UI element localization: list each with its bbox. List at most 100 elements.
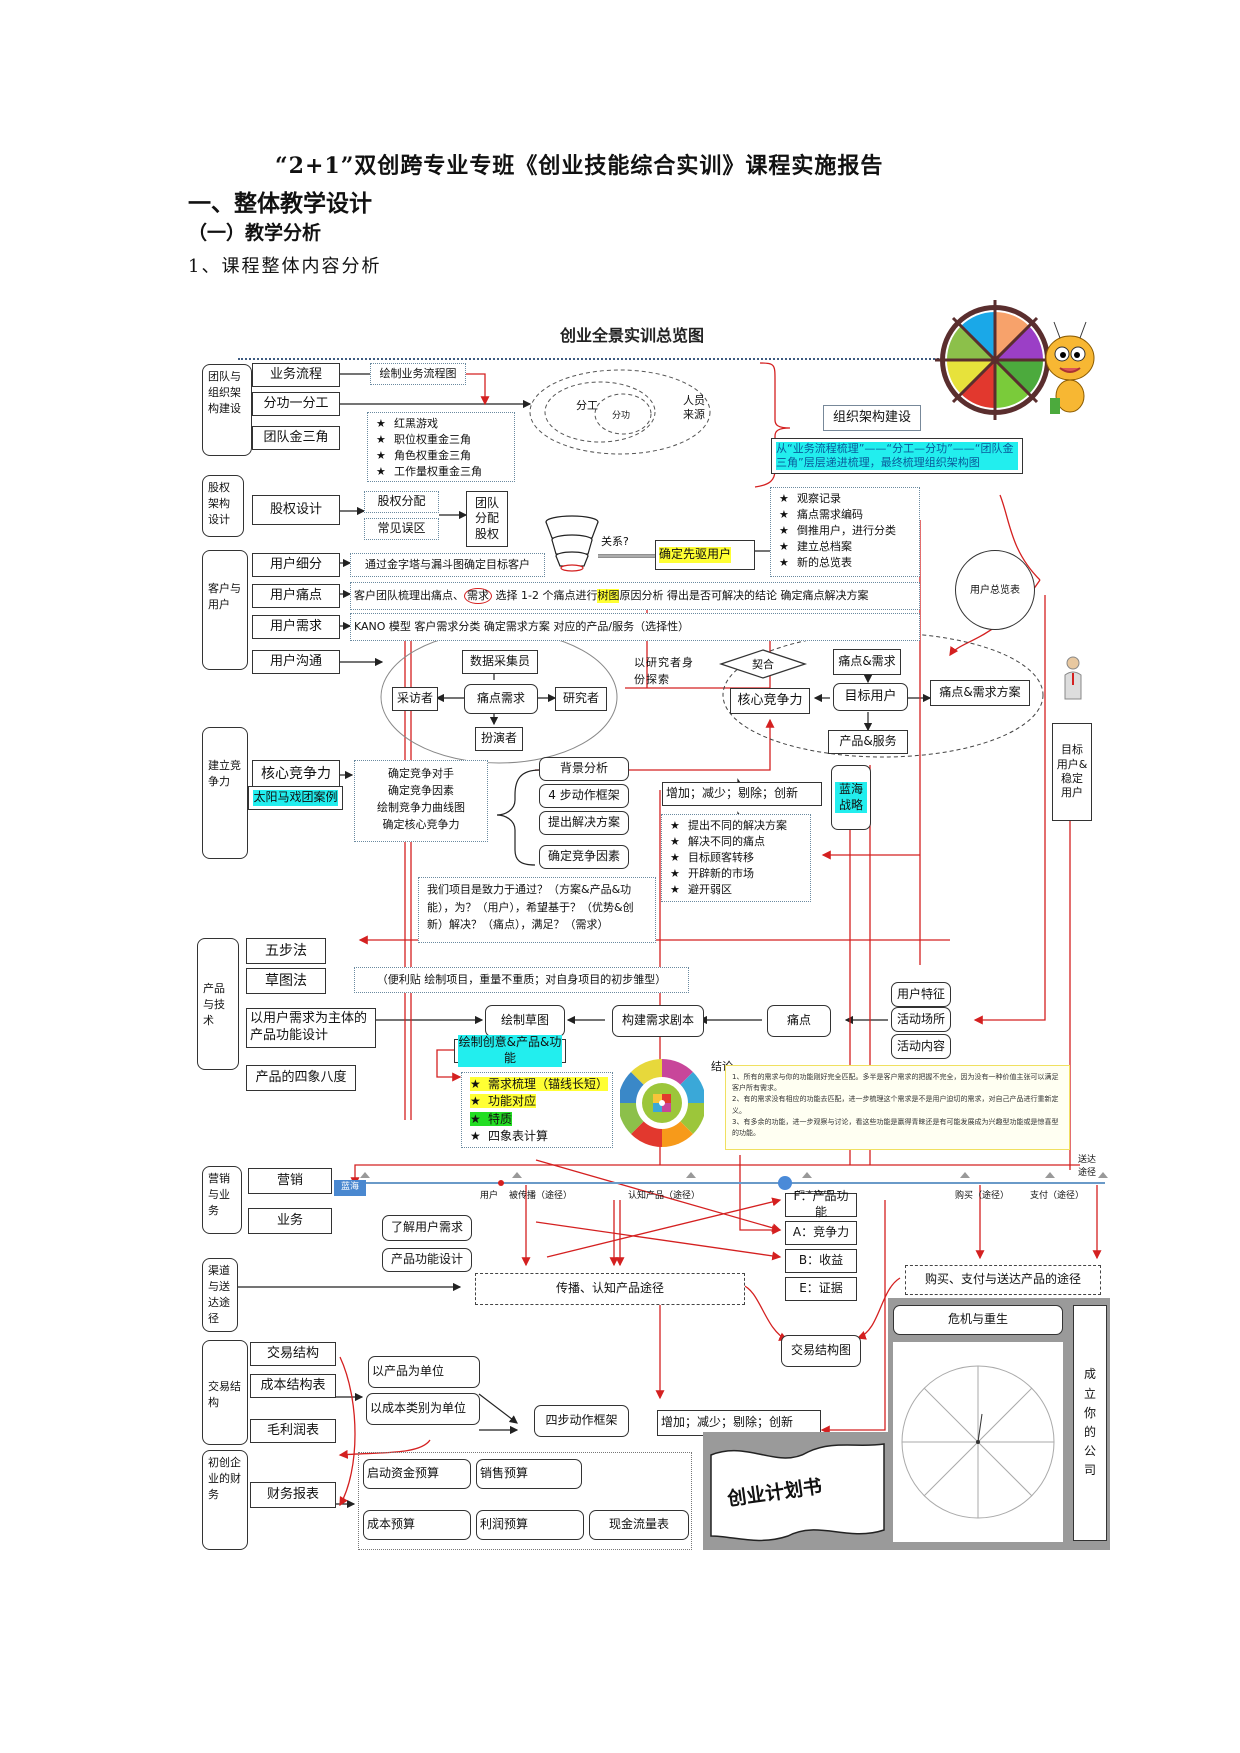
fabe-benefit[interactable]: B：收益 xyxy=(785,1249,857,1273)
purchase-path[interactable]: 购买、支付与送达产品的途径 xyxy=(905,1265,1101,1295)
feature-checklist: ★需求梳理（锚线长短） ★功能对应 ★特质 ★四象表计算 xyxy=(461,1072,613,1148)
list-item: ★痛点需求编码 xyxy=(779,507,863,521)
budget-startup[interactable]: 启动资金预算 xyxy=(363,1459,471,1489)
branch-4-step[interactable]: 4 步动作框架 xyxy=(539,784,629,808)
unit-product[interactable]: 以产品为单位 xyxy=(368,1356,480,1388)
creative-box[interactable]: 绘制创意&产品&功能 xyxy=(454,1035,566,1067)
category-competition: 建立竞争力 xyxy=(202,727,248,859)
equity-allocation[interactable]: 股权分配 xyxy=(364,491,439,513)
equity-mistakes[interactable]: 常见误区 xyxy=(364,518,439,540)
pioneer-users[interactable]: 确定先驱用户 xyxy=(655,540,755,570)
role-data-collector[interactable]: 数据采集员 xyxy=(462,650,538,674)
trade-actions: 增加；减少；剔除；创新 xyxy=(657,1410,821,1436)
plan-document-icon xyxy=(710,1443,885,1542)
product-service-node[interactable]: 产品&服务 xyxy=(828,730,908,754)
item-marketing[interactable]: 营销 xyxy=(248,1168,332,1194)
item-division-of-labor[interactable]: 分功一分工 xyxy=(252,392,340,416)
item-gross-profit[interactable]: 毛利润表 xyxy=(250,1419,336,1443)
item-trade-structure[interactable]: 交易结构 xyxy=(250,1342,336,1366)
document-title: “2+1”双创跨专业专班《创业技能综合实训》课程实施报告 xyxy=(275,153,884,179)
item-cost-table[interactable]: 成本结构表 xyxy=(250,1374,336,1398)
blue-ocean-strategy[interactable]: 蓝海战略 xyxy=(831,765,871,830)
conclusion-box: 1、所有的需求与你的功能刚好完全匹配。多半是客户需求的把握不完全，因为没有一种价… xyxy=(725,1065,1070,1150)
found-company[interactable]: 成立你的公司 xyxy=(1073,1305,1107,1541)
category-equity: 股权架构设计 xyxy=(202,475,244,537)
role-interviewer[interactable]: 采访者 xyxy=(392,687,438,711)
item-user-segment[interactable]: 用户细分 xyxy=(252,553,340,577)
list-item: ★避开弱区 xyxy=(670,882,732,896)
item-heading: 1、课程整体内容分析 xyxy=(188,256,382,277)
item-team-triangle[interactable]: 团队金三角 xyxy=(252,426,340,450)
category-product: 产品与技术 xyxy=(197,938,239,1070)
pain-plan-node[interactable]: 痛点&需求方案 xyxy=(930,680,1030,706)
target-user-node[interactable]: 目标用户 xyxy=(833,683,908,711)
spread-path[interactable]: 传播、认知产品途径 xyxy=(475,1273,745,1305)
crisis-wheel xyxy=(901,1365,1055,1519)
crisis-rebirth[interactable]: 危机与重生 xyxy=(893,1305,1063,1335)
fabe-advantage[interactable]: A：竞争力 xyxy=(785,1221,857,1245)
draw-flow-chart[interactable]: 绘制业务流程图 xyxy=(370,363,466,385)
item-four-quadrants[interactable]: 产品的四象八度 xyxy=(246,1065,356,1091)
item-business-process[interactable]: 业务流程 xyxy=(252,363,340,387)
list-item: ★提出不同的解决方案 xyxy=(670,819,787,832)
branch-factors[interactable]: 确定竞争因素 xyxy=(539,845,629,869)
oval-outer-label: 人员来源 xyxy=(683,394,705,422)
category-marketing: 营销与业务 xyxy=(202,1166,242,1234)
item-function-design[interactable]: 以用户需求为主体的产品功能设计 xyxy=(246,1008,376,1048)
user-features[interactable]: 用户特征 xyxy=(891,982,951,1007)
blue-sea-tag: 蓝海 xyxy=(334,1180,366,1196)
oval-mid-label: 分工 xyxy=(576,399,598,412)
item-user-need[interactable]: 用户需求 xyxy=(252,615,340,639)
activity-content[interactable]: 活动内容 xyxy=(891,1034,951,1059)
pain-need-node[interactable]: 痛点&需求 xyxy=(833,649,901,675)
researcher-note: 以研究者身份探索 xyxy=(634,656,694,686)
item-user-pain[interactable]: 用户痛点 xyxy=(252,584,340,608)
activity-place[interactable]: 活动场所 xyxy=(891,1007,951,1032)
budget-container xyxy=(358,1452,692,1550)
category-finance: 初创企业的财务 xyxy=(202,1450,248,1550)
timeline-deliver: 送达途径 xyxy=(1078,1155,1097,1178)
item-business[interactable]: 业务 xyxy=(248,1208,332,1234)
unit-cost-category[interactable]: 以成本类别为单位 xyxy=(366,1393,480,1425)
function-design-node[interactable]: 产品功能设计 xyxy=(382,1248,472,1272)
org-build-box[interactable]: 组织架构建设 xyxy=(823,405,921,431)
budget-sales[interactable]: 销售预算 xyxy=(476,1459,582,1489)
case-circus[interactable]: 太阳马戏团案例 xyxy=(248,786,343,810)
subsection-heading: （一）教学分析 xyxy=(188,222,322,244)
list-item: ★功能对应 xyxy=(470,1094,537,1109)
pain-node[interactable]: 痛点 xyxy=(767,1005,831,1037)
team-equity-result[interactable]: 团队分配股权 xyxy=(466,491,508,547)
role-researcher[interactable]: 研究者 xyxy=(555,687,607,711)
budget-cost[interactable]: 成本预算 xyxy=(363,1510,471,1540)
observe-list: ★观察记录 ★痛点需求编码 ★倒推用户，进行分类 ★建立总档案 ★新的总览表 xyxy=(770,487,920,577)
item-core-competence[interactable]: 核心竞争力 xyxy=(252,760,340,788)
four-step-framework[interactable]: 四步动作框架 xyxy=(534,1405,629,1437)
stable-users-box[interactable]: 目标用户&稳定用户 xyxy=(1052,723,1092,821)
budget-profit[interactable]: 利润预算 xyxy=(476,1510,584,1540)
item-user-communication[interactable]: 用户沟通 xyxy=(252,650,340,674)
branch-background[interactable]: 背景分析 xyxy=(539,757,629,781)
timeline-pay: 支付（途径） xyxy=(1030,1191,1085,1201)
item-equity-design[interactable]: 股权设计 xyxy=(252,495,340,525)
user-overview-table[interactable]: 用户总览表 xyxy=(955,550,1035,630)
branch-solutions[interactable]: 提出解决方案 xyxy=(539,811,629,835)
item-financial-statements[interactable]: 财务报表 xyxy=(250,1482,336,1508)
role-center-pain-need[interactable]: 痛点需求 xyxy=(464,684,538,714)
budget-cashflow[interactable]: 现金流量表 xyxy=(589,1510,689,1540)
category-trade: 交易结构 xyxy=(202,1340,248,1445)
trade-structure-map[interactable]: 交易结构图 xyxy=(781,1335,861,1367)
core-competence-node[interactable]: 核心竞争力 xyxy=(730,688,810,714)
role-actor[interactable]: 扮演者 xyxy=(475,727,523,751)
competition-steps: 确定竞争对手 确定竞争因素 绘制竞争力曲线图 确定核心竞争力 xyxy=(354,760,488,842)
conclusion-item: 2、有的需求没有相应的功能去匹配，进一步梳理这个需求是不是用户迫切的需求，对自己… xyxy=(732,1095,1059,1115)
fabe-feature[interactable]: F：产品功能 xyxy=(785,1189,857,1219)
fit-diamond-label: 契合 xyxy=(752,658,774,671)
item-sketch[interactable]: 草图法 xyxy=(246,968,326,994)
list-item: ★工作量权重金三角 xyxy=(376,464,482,478)
item-five-step[interactable]: 五步法 xyxy=(246,938,326,964)
fabe-evidence[interactable]: E：证据 xyxy=(785,1277,857,1301)
draw-sketch-node[interactable]: 绘制草图 xyxy=(485,1005,565,1037)
org-build-desc: 从“业务流程梳理”——“分工—分功”——“团队金三角”层层递进梳理，最终梳理组织… xyxy=(771,438,1023,474)
understand-needs[interactable]: 了解用户需求 xyxy=(382,1215,472,1241)
needs-script-node[interactable]: 构建需求剧本 xyxy=(612,1005,704,1037)
